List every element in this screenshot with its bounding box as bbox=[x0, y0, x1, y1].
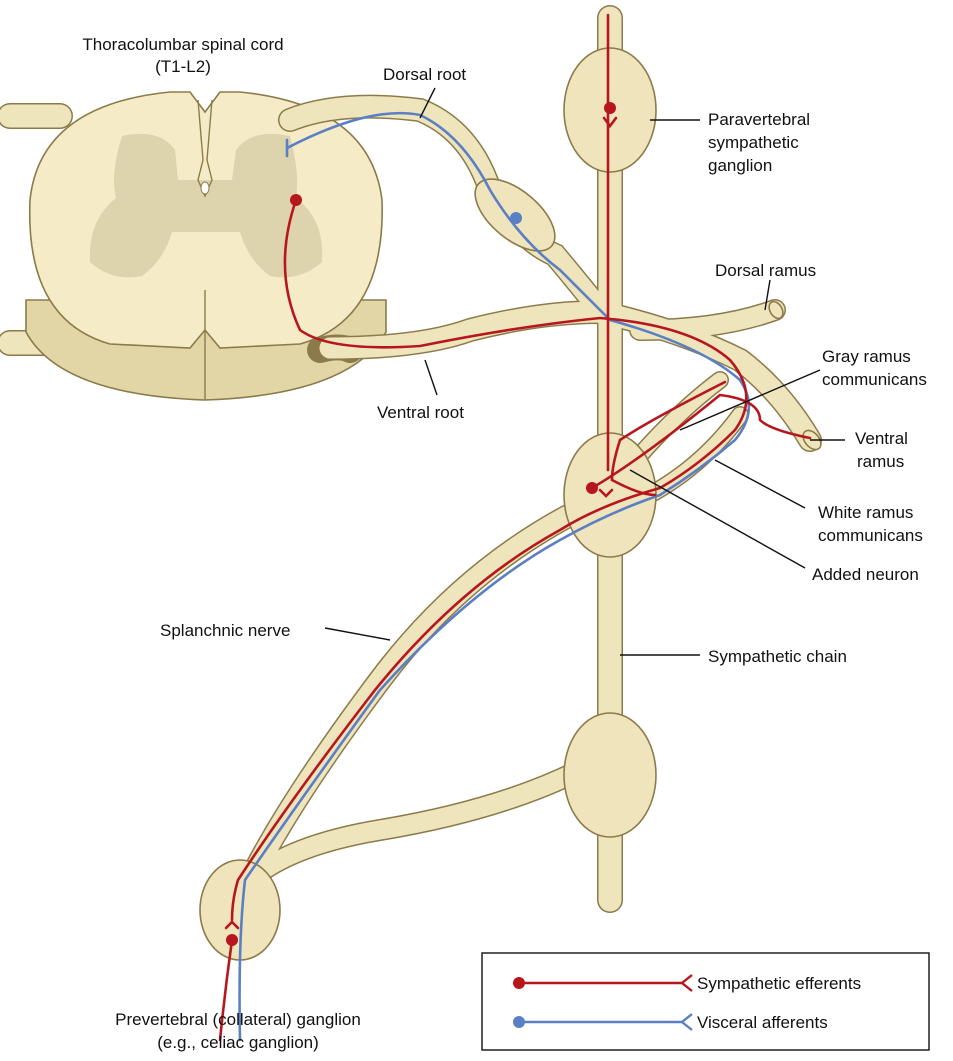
paravertebral-ganglion-middle bbox=[564, 433, 656, 557]
preganglionic-cell-body bbox=[290, 194, 302, 206]
label-paravertebral-2: sympathetic bbox=[708, 133, 799, 152]
label-ventral-root: Ventral root bbox=[377, 403, 464, 422]
legend: Sympathetic efferents Visceral afferents bbox=[482, 953, 929, 1050]
label-prevertebral-1: Prevertebral (collateral) ganglion bbox=[115, 1010, 361, 1029]
label-white-ramus-2: communicans bbox=[818, 526, 923, 545]
label-added-neuron: Added neuron bbox=[812, 565, 919, 584]
label-splanchnic-nerve: Splanchnic nerve bbox=[160, 621, 290, 640]
afferent-cell-body bbox=[510, 212, 522, 224]
label-paravertebral-1: Paravertebral bbox=[708, 110, 810, 129]
label-ventral-ramus-2: ramus bbox=[857, 452, 904, 471]
label-ventral-ramus-1: Ventral bbox=[855, 429, 908, 448]
added-neuron-body bbox=[586, 482, 598, 494]
label-cord-title: Thoracolumbar spinal cord bbox=[82, 35, 283, 54]
label-dorsal-root: Dorsal root bbox=[383, 65, 466, 84]
label-cord-range: (T1-L2) bbox=[155, 57, 211, 76]
label-paravertebral-3: ganglion bbox=[708, 156, 772, 175]
label-dorsal-ramus: Dorsal ramus bbox=[715, 261, 816, 280]
label-sympathetic-chain: Sympathetic chain bbox=[708, 647, 847, 666]
label-prevertebral-2: (e.g., celiac ganglion) bbox=[157, 1033, 319, 1052]
label-white-ramus-1: White ramus bbox=[818, 503, 913, 522]
label-gray-ramus-1: Gray ramus bbox=[822, 347, 911, 366]
legend-box bbox=[482, 953, 929, 1050]
label-gray-ramus-2: communicans bbox=[822, 370, 927, 389]
legend-afferent-label: Visceral afferents bbox=[697, 1013, 828, 1032]
legend-efferent-label: Sympathetic efferents bbox=[697, 974, 861, 993]
paravertebral-neuron-body bbox=[604, 102, 616, 114]
paravertebral-ganglion-lower bbox=[564, 713, 656, 837]
